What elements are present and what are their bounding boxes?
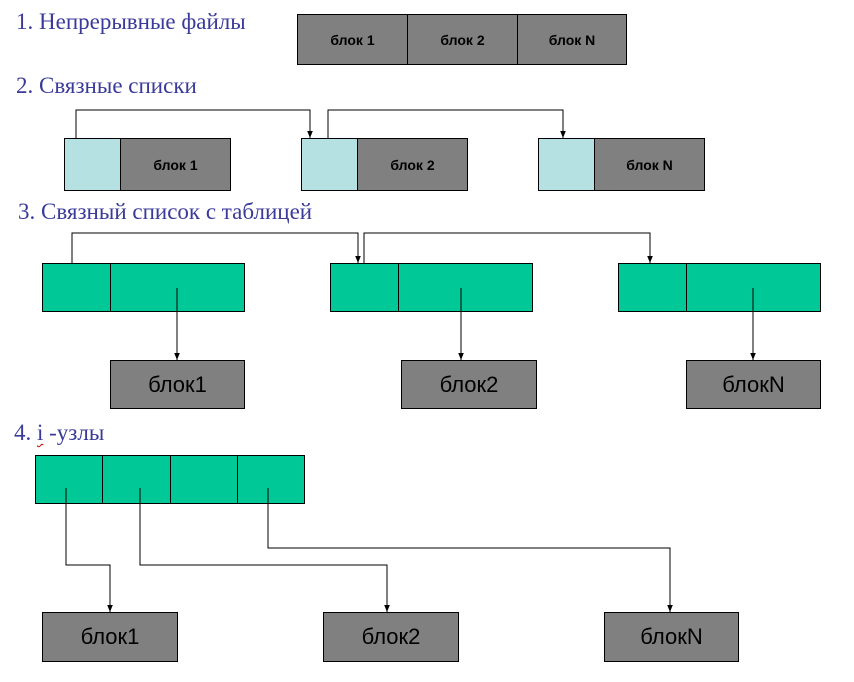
heading-inodes: 4. i -узлы	[14, 421, 104, 444]
table-block-2: блок2	[401, 360, 537, 409]
linked-block-1: блок 1	[120, 138, 231, 191]
inode-block-1: блок1	[42, 612, 178, 662]
link-arrow-2-to-n	[327, 109, 566, 138]
linked-pointer-cell-1	[64, 138, 121, 191]
table-block-1: блок1	[110, 360, 245, 409]
heading-letter: i	[37, 420, 44, 445]
table-next-cell-n	[618, 263, 687, 312]
linked-pointer-cell-n	[538, 138, 595, 191]
table-next-cell-2	[330, 263, 399, 312]
heading-number: 1.	[16, 9, 34, 34]
linked-pointer-cell-2	[301, 138, 358, 191]
inode-cell-2	[102, 455, 171, 504]
heading-contiguous-files: 1. Непрерывные файлы	[16, 10, 246, 33]
inode-block-2: блок2	[323, 612, 459, 662]
table-next-cell-1	[42, 263, 111, 312]
linked-block-n: блок N	[594, 138, 705, 191]
heading-text: -узлы	[49, 420, 105, 445]
inode-arrow-2	[139, 488, 390, 612]
heading-number: 4.	[14, 420, 32, 445]
contiguous-block-2: блок 2	[407, 14, 518, 65]
heading-linked-list-with-table: 3. Связный список с таблицей	[18, 199, 313, 224]
inode-block-n: блокN	[604, 612, 739, 662]
table-arrow-2-to-n	[363, 232, 653, 263]
inode-cell-4	[237, 455, 305, 504]
table-arrow-1-to-2	[71, 232, 361, 263]
inode-arrow-1	[65, 488, 113, 612]
table-block-n: блокN	[686, 360, 821, 409]
link-arrow-1-to-2	[75, 109, 313, 138]
heading-linked-lists: 2. Связные списки	[16, 73, 197, 98]
contiguous-block-1: блок 1	[297, 14, 408, 65]
linked-block-2: блок 2	[357, 138, 468, 191]
table-data-cell-2	[398, 263, 533, 312]
heading-text: Непрерывные файлы	[39, 9, 246, 34]
inode-arrow-n	[267, 488, 673, 612]
contiguous-block-n: блок N	[517, 14, 627, 65]
